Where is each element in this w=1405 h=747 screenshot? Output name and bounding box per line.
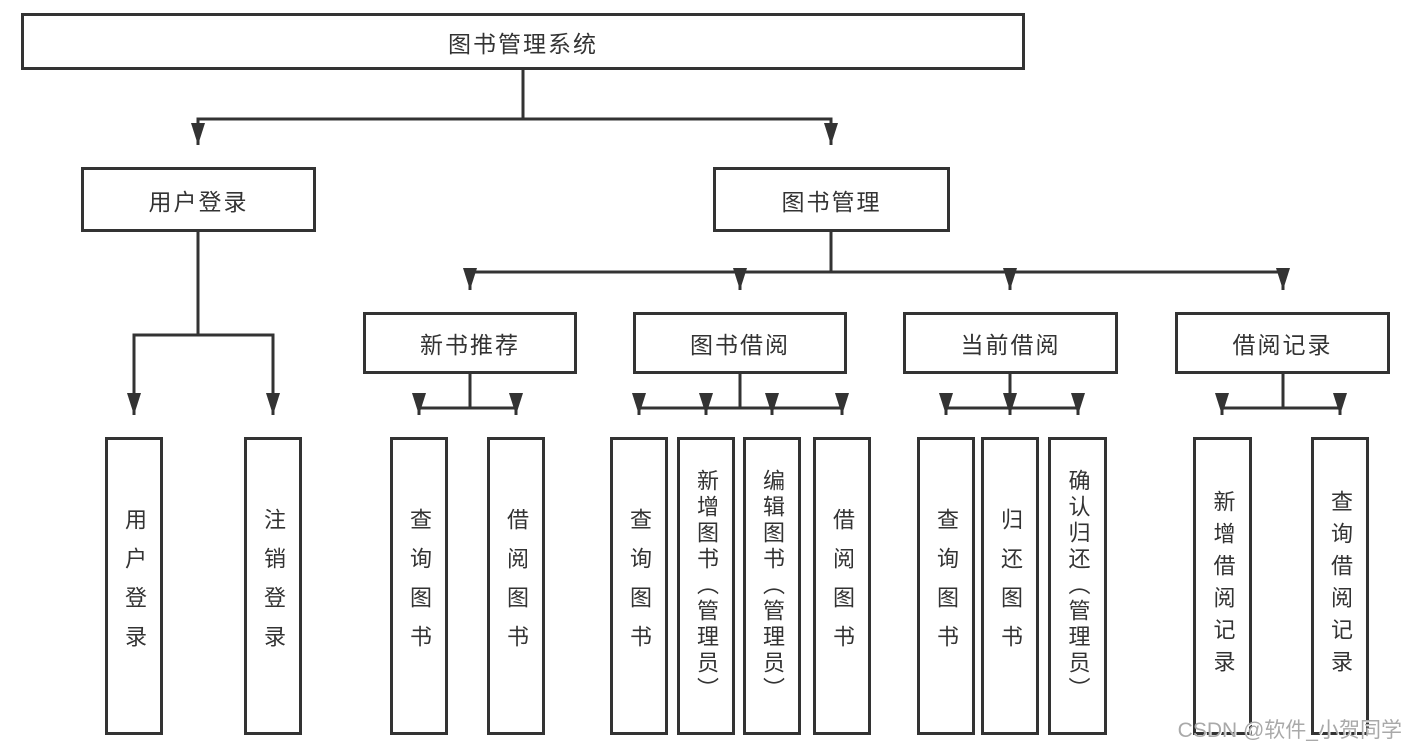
node-borrow-records: 借阅记录 [1175,312,1390,374]
node-rec-query-books-label: 查询图书 [407,508,432,664]
node-borrow-records-label: 借阅记录 [1232,332,1333,358]
node-user-login: 用户登录 [81,167,316,232]
node-user-login-label: 用户登录 [148,188,249,215]
node-book-management-label: 图书管理 [781,188,882,215]
node-br-add-record-label: 新增借阅记录 [1210,490,1236,682]
csdn-watermark: CSDN @软件_小贺同学 [1177,719,1402,742]
node-current-borrow: 当前借阅 [903,312,1118,374]
node-bb-edit-books: 编辑图书（管理员） [743,437,801,735]
node-cb-return-books: 归还图书 [981,437,1039,735]
node-leaf-logout: 注销登录 [244,437,302,735]
branch-user-login [127,232,280,415]
node-bb-query-books: 查询图书 [610,437,668,735]
branch-book-borrow [632,374,849,415]
branch-current-borrow [939,374,1085,415]
node-bb-add-books: 新增图书（管理员） [677,437,735,735]
node-br-query-record-label: 查询借阅记录 [1328,490,1353,682]
node-bb-borrow-books: 借阅图书 [813,437,871,735]
branch-new-book-recommend [412,374,523,415]
node-bb-add-books-label: 新增图书（管理员） [694,469,719,703]
node-root: 图书管理系统 [21,13,1025,70]
node-book-management: 图书管理 [713,167,950,232]
node-new-book-recommend: 新书推荐 [363,312,577,374]
node-rec-borrow-books-label: 借阅图书 [504,508,529,664]
node-br-query-record: 查询借阅记录 [1311,437,1369,735]
node-new-book-recommend-label: 新书推荐 [420,332,520,358]
node-root-label: 图书管理系统 [448,30,598,57]
node-cb-query-books-label: 查询图书 [934,508,959,664]
node-bb-query-books-label: 查询图书 [627,508,652,664]
node-cb-return-books-label: 归还图书 [998,508,1023,664]
node-leaf-user-login: 用户登录 [105,437,163,735]
node-leaf-user-login-label: 用户登录 [122,508,147,664]
branch-root [191,69,838,145]
node-cb-query-books: 查询图书 [917,437,975,735]
node-cb-confirm-return-label: 确认归还（管理员） [1065,469,1091,703]
node-book-borrow: 图书借阅 [633,312,847,374]
node-bb-borrow-books-label: 借阅图书 [830,508,855,664]
node-bb-edit-books-label: 编辑图书（管理员） [760,469,785,703]
node-current-borrow-label: 当前借阅 [960,332,1061,358]
node-book-borrow-label: 图书借阅 [690,332,790,358]
node-rec-borrow-books: 借阅图书 [487,437,545,735]
branch-borrow-records [1215,374,1347,415]
node-leaf-logout-label: 注销登录 [261,508,286,664]
branch-book-management [463,232,1290,290]
node-br-add-record: 新增借阅记录 [1193,437,1252,735]
node-rec-query-books: 查询图书 [390,437,448,735]
node-cb-confirm-return: 确认归还（管理员） [1048,437,1107,735]
